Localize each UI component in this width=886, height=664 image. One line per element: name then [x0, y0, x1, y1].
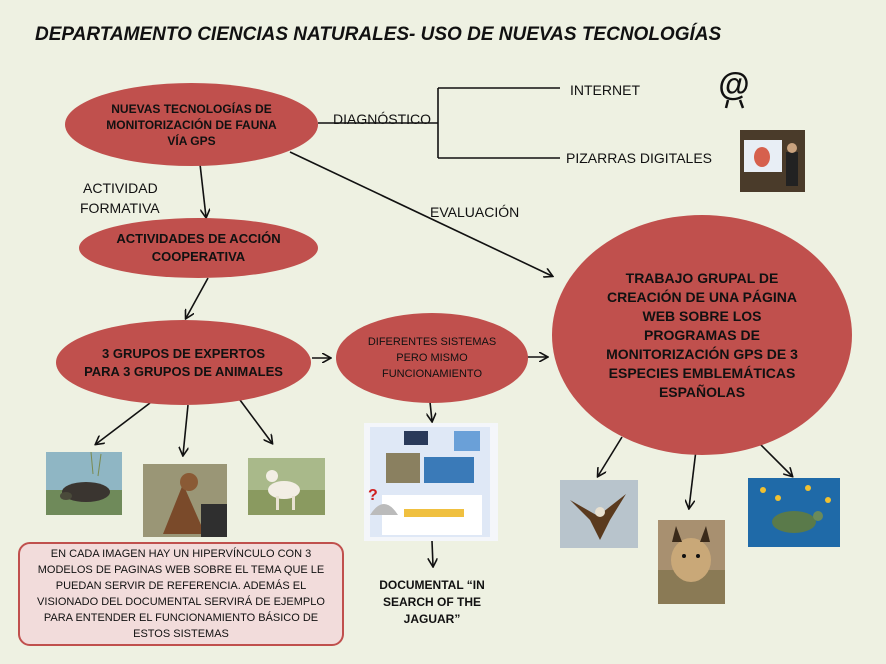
deer-photo[interactable] — [248, 458, 325, 515]
turtle-photo[interactable] — [46, 452, 122, 515]
node-actividades: ACTIVIDADES DE ACCIÓN COOPERATIVA — [79, 218, 318, 278]
arrow-to-grupos — [186, 277, 209, 318]
arrow-to-lynx-photo — [689, 449, 697, 508]
gps-systems-collage[interactable]: ? — [364, 423, 498, 541]
label-evaluacion: EVALUACIÓN — [430, 204, 520, 220]
eagle-photo[interactable] — [560, 480, 638, 548]
node-diferentes-sistemas: DIFERENTES SISTEMAS PERO MISMO FUNCIONAM… — [336, 313, 528, 403]
node-nuevas-tecnologias: NUEVAS TECNOLOGÍAS DE MONITORIZACIÓN DE … — [65, 83, 318, 166]
at-legs-icon — [724, 99, 745, 109]
arrow-to-hawk-photo — [183, 404, 189, 455]
arrow-to-eagle-photo — [598, 436, 623, 476]
internet-at-icon[interactable]: @ — [716, 66, 752, 110]
note-box: EN CADA IMAGEN HAY UN HIPERVÍNCULO CON 3… — [18, 542, 344, 646]
arrow-to-actividades — [199, 163, 206, 217]
arrow-to-trabajo — [289, 151, 552, 276]
arrow-to-collage — [430, 401, 432, 421]
arrow-to-documental — [432, 540, 433, 566]
label-diagnostico: DIAGNÓSTICO — [333, 111, 432, 127]
arrow-to-turtle-photo — [96, 402, 151, 444]
label-documental: DOCUMENTAL “IN SEARCH OF THE JAGUAR” — [379, 578, 485, 626]
arrow-to-deer-photo — [239, 399, 272, 443]
hawk-photo[interactable] — [143, 464, 227, 537]
label-actividad: ACTIVIDAD — [83, 180, 158, 196]
lynx-photo[interactable] — [658, 520, 725, 604]
at-glyph: @ — [718, 66, 750, 102]
label-internet: INTERNET — [570, 82, 640, 98]
node-grupos-expertos: 3 GRUPOS DE EXPERTOS PARA 3 GRUPOS DE AN… — [56, 320, 311, 405]
label-formativa: FORMATIVA — [80, 200, 160, 216]
node-trabajo-grupal: TRABAJO GRUPAL DE CREACIÓN DE UNA PÁGINA… — [552, 215, 852, 455]
question-mark-icon: ? — [368, 487, 378, 504]
label-pizarras: PIZARRAS DIGITALES — [566, 150, 712, 166]
pizarra-digital-photo[interactable] — [740, 130, 805, 192]
page-title: DEPARTAMENTO CIENCIAS NATURALES- USO DE … — [35, 24, 722, 45]
sea-turtle-photo[interactable] — [748, 478, 840, 547]
